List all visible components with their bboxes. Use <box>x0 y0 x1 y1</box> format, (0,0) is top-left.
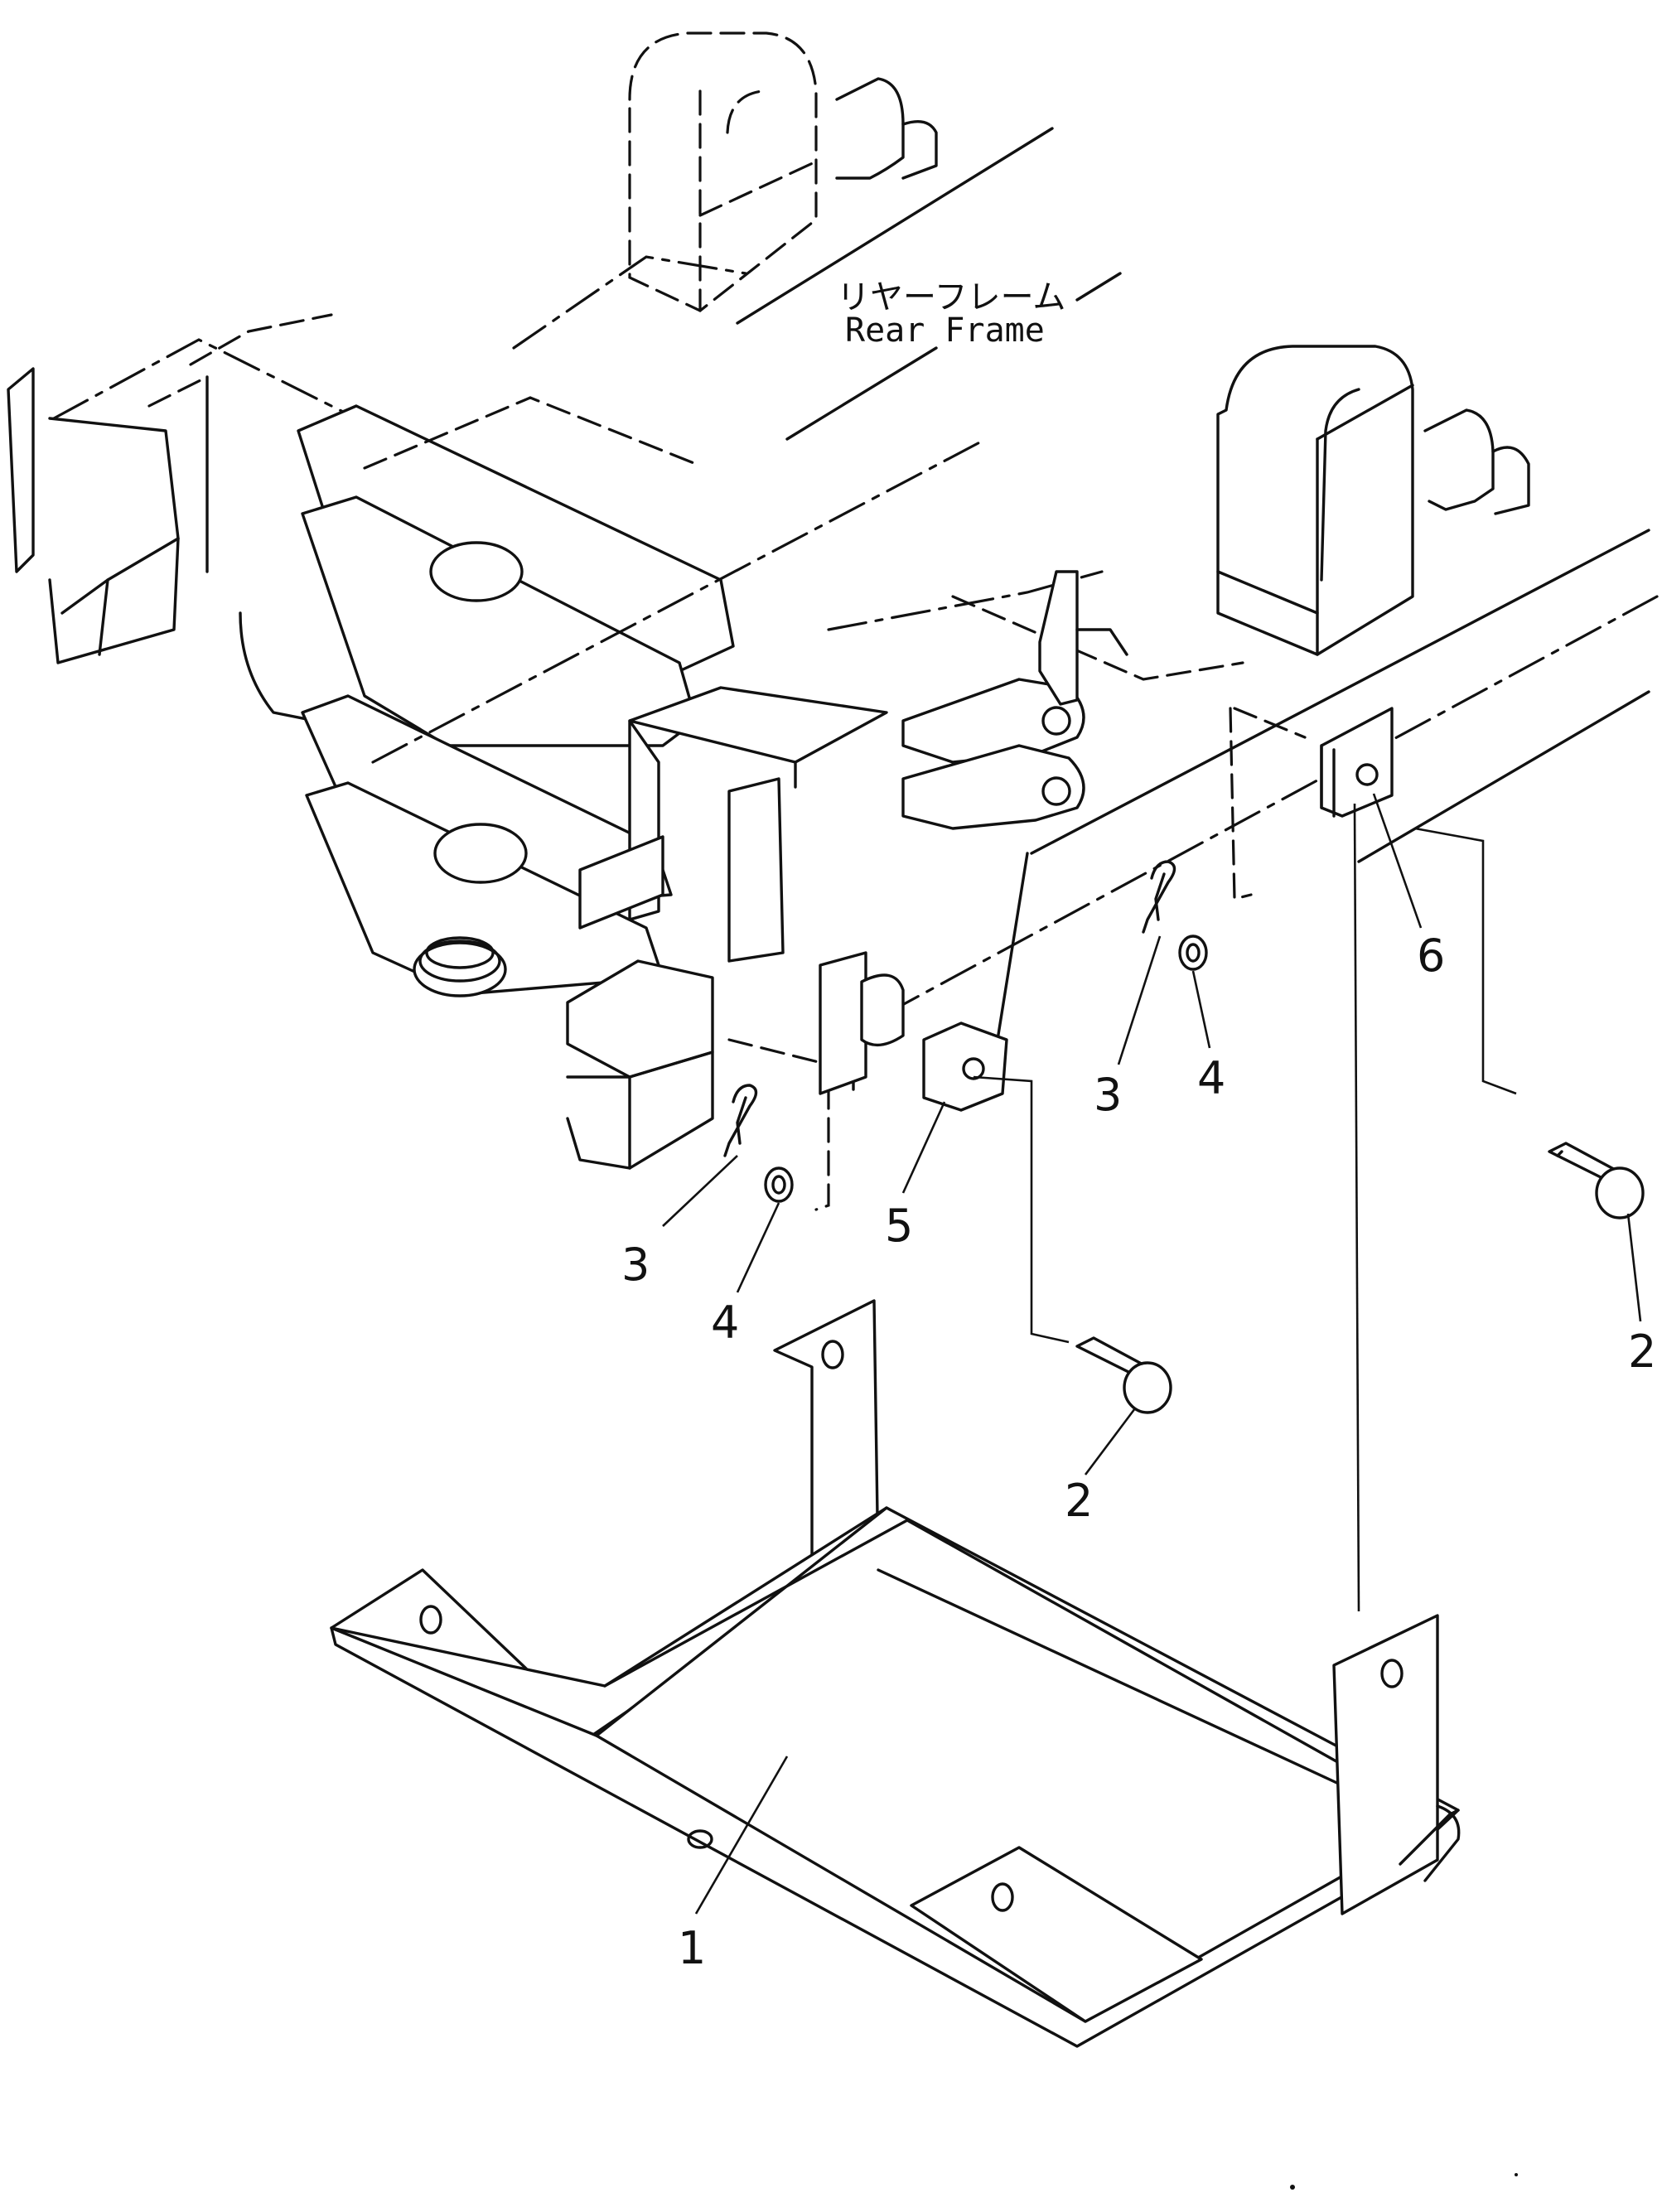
leader-lines <box>662 793 1642 1915</box>
rear-frame <box>736 127 1659 1091</box>
rear-frame-label-japanese: リヤーフレーム <box>837 278 1065 316</box>
step-tray <box>330 1299 1461 2048</box>
clevis-pin-left <box>1075 1336 1172 1414</box>
left-frame-bracket <box>7 338 358 731</box>
right-bracket <box>1320 707 1394 818</box>
callout-2-right: 2 <box>1628 1326 1656 1378</box>
rear-frame-label: リヤーフレーム Rear Frame <box>837 272 1122 350</box>
alignment-lines <box>189 255 1307 1211</box>
stray-marks <box>1290 2173 1518 2190</box>
callouts: 1 2 2 3 3 4 4 5 6 <box>621 930 1656 1974</box>
callout-3-lower: 3 <box>621 1239 650 1291</box>
washer-lower <box>764 1166 794 1203</box>
callout-6: 6 <box>1417 930 1445 982</box>
callout-5: 5 <box>885 1200 913 1252</box>
upper-right-mount-block <box>1216 345 1530 656</box>
split-pin-upper <box>1142 860 1176 934</box>
split-pin-lower <box>723 1084 758 1157</box>
callout-4-lower: 4 <box>711 1297 739 1349</box>
washer-upper <box>1178 935 1208 971</box>
callout-2-left: 2 <box>1065 1475 1093 1527</box>
central-brackets <box>566 686 905 1170</box>
callout-4-upper: 4 <box>1197 1052 1225 1104</box>
clevis-pin-right <box>1548 1142 1645 1219</box>
left-bracket-item5 <box>922 1021 1008 1112</box>
rear-frame-label-english: Rear Frame <box>845 312 1045 350</box>
callout-1: 1 <box>678 1922 706 1974</box>
pivot-plates <box>297 404 735 997</box>
upper-left-mount-block <box>628 31 938 312</box>
linkage <box>901 570 1128 830</box>
callout-3-upper: 3 <box>1094 1069 1122 1121</box>
